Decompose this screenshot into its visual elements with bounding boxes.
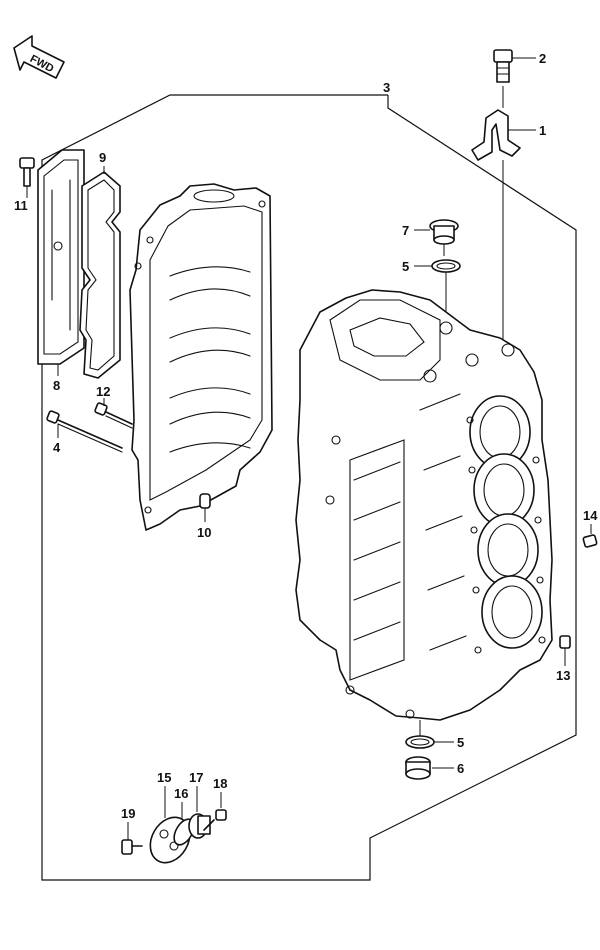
plug-part-7 [414,219,459,256]
dowel-pin-part-10 [199,493,211,522]
o-ring-part-5-upper [414,259,461,318]
o-ring-part-5-lower [405,720,454,749]
assembly-frame [41,94,577,881]
screw-part-13 [559,635,571,666]
callout-4: 4 [53,440,61,455]
stud-part-14 [582,524,598,548]
callout-8: 8 [53,378,60,393]
callout-10: 10 [197,525,211,540]
gasket-part-9 [79,166,121,379]
callout-2: 2 [539,51,546,66]
cylinder-head [129,183,273,531]
callout-7: 7 [402,223,409,238]
callout-12: 12 [96,384,110,399]
bolt-part-11 [19,157,35,198]
callout-9: 9 [99,150,106,165]
long-bolt-part-12 [94,398,133,429]
callout-6: 6 [457,761,464,776]
callout-13: 13 [556,668,570,683]
callout-5-upper: 5 [402,259,409,274]
callout-14: 14 [583,508,598,523]
callout-19: 19 [121,806,135,821]
callout-16: 16 [174,786,188,801]
callout-5-lower: 5 [457,735,464,750]
bracket-part-1 [471,86,536,340]
callout-17: 17 [189,770,203,785]
bolt-part-2 [493,49,536,83]
callout-18: 18 [213,776,227,791]
long-bolt-part-4 [46,410,123,453]
callout-11: 11 [14,198,28,213]
callout-3: 3 [383,80,390,95]
plug-part-6 [405,756,454,780]
callout-15: 15 [157,770,171,785]
fwd-arrow-icon: FWD [13,35,65,79]
thermostat-assembly [121,786,227,864]
cover-plate-part-8 [37,149,85,376]
cylinder-block [295,289,553,721]
callout-1: 1 [539,123,546,138]
